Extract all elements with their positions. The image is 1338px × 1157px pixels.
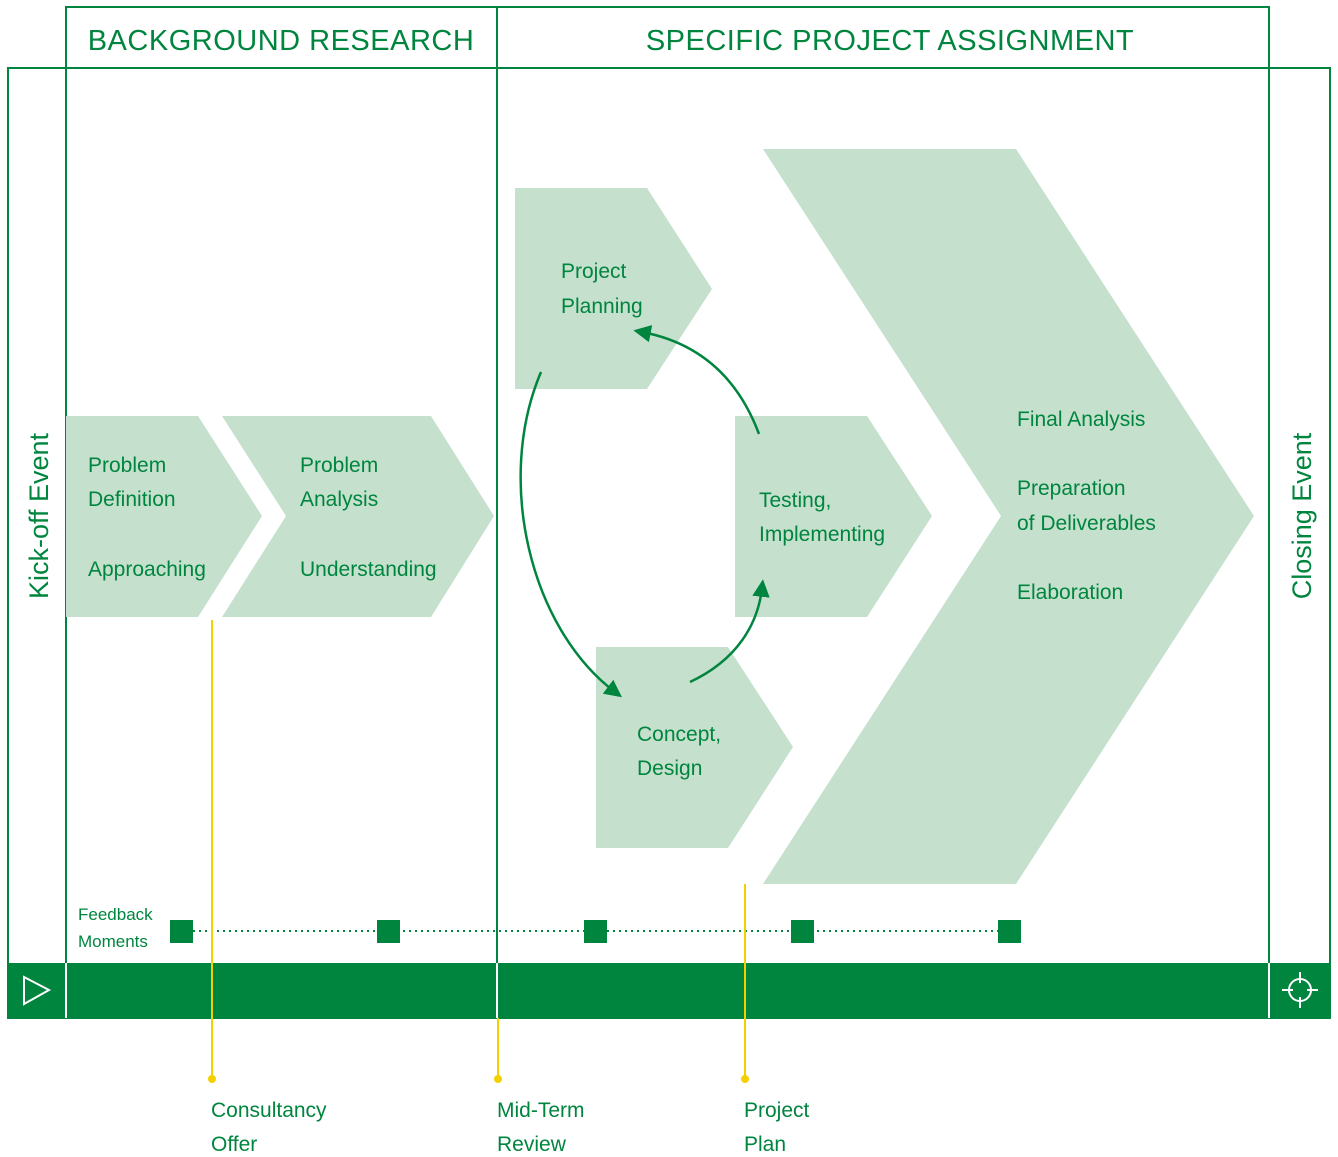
play-triangle-icon <box>23 975 52 1006</box>
milestone-mid-term-review-line2: Review <box>497 1133 567 1156</box>
phase-shape-concept-design <box>596 647 793 848</box>
problem-definition-line2: Definition <box>88 488 176 511</box>
problem-analysis-line3: Understanding <box>300 558 437 581</box>
milestone-dot-consultancy-offer <box>208 1075 216 1083</box>
header-background-research: BACKGROUND RESEARCH <box>88 25 475 57</box>
milestone-consultancy-offer-line2: Offer <box>211 1133 257 1156</box>
problem-analysis-line1: Problem <box>300 454 378 477</box>
crosshair-target-icon <box>1282 972 1318 1008</box>
feedback-label-line2: Moments <box>78 932 148 951</box>
final-line3: of Deliverables <box>1017 512 1156 535</box>
milestone-project-plan-line2: Plan <box>744 1133 786 1156</box>
project-planning-line1: Project <box>561 260 627 283</box>
testing-implementing-line2: Implementing <box>759 523 885 546</box>
testing-implementing-line1: Testing, <box>759 489 831 512</box>
cycle-arrow-concept-to-testing <box>689 579 770 684</box>
header-specific-project-assignment: SPECIFIC PROJECT ASSIGNMENT <box>646 25 1134 57</box>
concept-design-line1: Concept, <box>637 723 721 746</box>
problem-definition-line1: Problem <box>88 454 166 477</box>
final-line1: Final Analysis <box>1017 408 1145 431</box>
final-line4: Elaboration <box>1017 581 1123 604</box>
concept-design-line2: Design <box>637 757 702 780</box>
problem-analysis-line2: Analysis <box>300 488 378 511</box>
phase-shape-final <box>763 149 1254 884</box>
feedback-marker-1 <box>170 920 193 943</box>
project-planning-line2: Planning <box>561 295 643 318</box>
milestone-project-plan-line1: Project <box>744 1099 810 1122</box>
milestone-mid-term-review-line1: Mid-Term <box>497 1099 585 1122</box>
closing-event-label: Closing Event <box>1287 432 1317 599</box>
final-line2: Preparation <box>1017 477 1126 500</box>
phase-shape-problem-analysis <box>222 416 494 617</box>
timeline-bar <box>8 963 1330 1018</box>
problem-definition-line3: Approaching <box>88 558 206 581</box>
kickoff-event-label: Kick-off Event <box>24 432 54 599</box>
phase-shape-problem-definition <box>66 416 262 617</box>
milestone-dot-project-plan <box>741 1075 749 1083</box>
milestone-consultancy-offer-line1: Consultancy <box>211 1099 327 1122</box>
feedback-marker-5 <box>998 920 1021 943</box>
cycle-arrow-testing-to-planning <box>633 325 761 435</box>
phase-shape-project-planning <box>515 188 712 389</box>
feedback-marker-2 <box>377 920 400 943</box>
cycle-arrow-planning-to-concept <box>519 371 622 698</box>
feedback-marker-3 <box>584 920 607 943</box>
feedback-label-line1: Feedback <box>78 905 153 924</box>
milestone-dot-mid-term-review <box>494 1075 502 1083</box>
feedback-marker-4 <box>791 920 814 943</box>
phase-shape-testing-implementing <box>735 416 932 617</box>
